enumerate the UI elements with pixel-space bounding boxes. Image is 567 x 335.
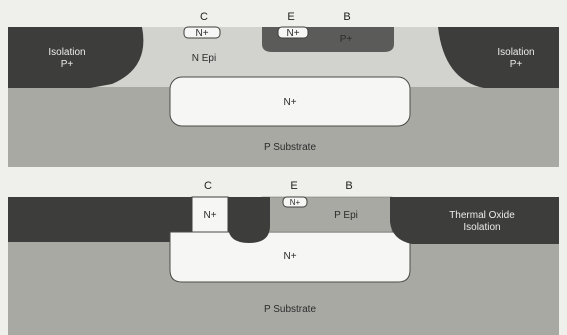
base-terminal-label: B: [343, 11, 350, 23]
base-terminal-label-2: B: [345, 180, 352, 192]
buried-layer-label-2: N+: [283, 251, 296, 262]
left-oxide-isolation: [8, 197, 198, 242]
emitter-region-label: N+: [286, 28, 299, 39]
emitter-terminal-label: E: [287, 11, 294, 23]
oxide-isolated-transistor-diagram: C E B N+ N+ P Epi Thermal Oxide Isolatio…: [8, 180, 559, 335]
right-oxide-isolation: [390, 197, 559, 244]
left-isolation-label-line2: P+: [61, 59, 74, 70]
right-isolation-label-line1: Isolation: [497, 47, 534, 58]
collector-terminal-label-2: C: [204, 180, 212, 192]
right-isolation-region: [438, 27, 559, 88]
collector-contact-label: N+: [195, 28, 208, 39]
buried-n-plus-layer: [169, 76, 411, 127]
emitter-n-plus-region: [277, 26, 309, 39]
collector-region-label: N+: [203, 210, 216, 221]
left-isolation-label-line1: Isolation: [48, 47, 85, 58]
oxide-label-line1: Thermal Oxide: [449, 210, 515, 221]
emitter-region-label-2: N+: [290, 198, 301, 207]
oxide-label-line2: Isolation: [463, 222, 500, 233]
collector-terminal-label: C: [200, 11, 208, 23]
emitter-n-plus-region-2: [282, 196, 308, 208]
p-substrate-label: P Substrate: [264, 142, 317, 153]
base-region-label: P+: [340, 34, 353, 45]
buried-n-plus-layer-2: [169, 231, 411, 283]
emitter-terminal-label-2: E: [290, 180, 297, 192]
left-isolation-region: [8, 27, 144, 88]
p-epi-label: P Epi: [334, 210, 358, 221]
p-epi-region: [261, 196, 393, 233]
collector-n-plus-contact: [183, 26, 221, 39]
n-epi-label: N Epi: [192, 53, 216, 64]
junction-isolated-transistor-diagram: C E B N+ N+ P+ N Epi Isolation P+ Isolat…: [8, 11, 559, 167]
center-oxide-isolation: [228, 197, 270, 243]
p-substrate-label-2: P Substrate: [264, 304, 317, 315]
right-isolation-label-line2: P+: [510, 59, 523, 70]
buried-layer-label: N+: [283, 97, 296, 108]
